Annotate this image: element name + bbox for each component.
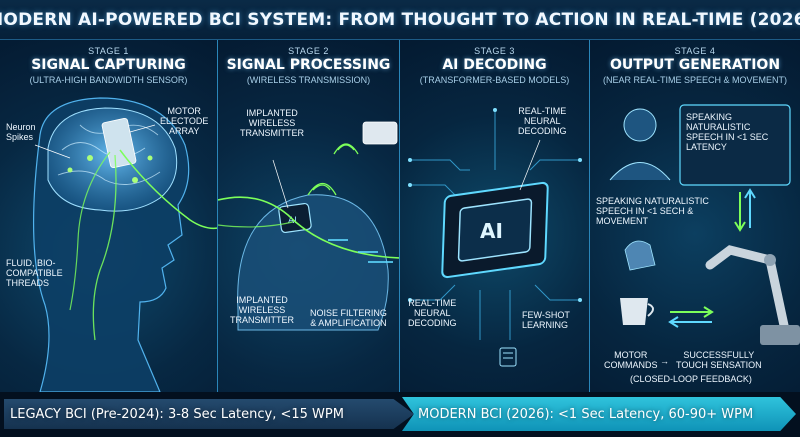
- stage-3-panel: AI STAGE 3 AI DECODING (TRANSFORMER-BASE…: [400, 40, 590, 392]
- threads-label: FLUID, BIO- COMPATIBLE THREADS: [6, 258, 63, 288]
- stage-2-panel: AI STAGE 2 SIGNAL PROCESSING (WIRELESS T…: [218, 40, 400, 392]
- stage-4-title: OUTPUT GENERATION: [609, 57, 781, 73]
- motor-electrode-label: MOTOR ELECTODE ARRAY: [160, 106, 209, 136]
- stage-1-subtitle: (ULTRA-HIGH BANDWIDTH SENSOR): [29, 75, 188, 85]
- stage-4-subtitle: (NEAR REAL-TIME SPEECH & MOVEMENT): [602, 75, 788, 85]
- transmitter-bottom-label: IMPLANTED WIRELESS TRANSMITTER: [230, 295, 294, 325]
- touch-sensation-label: SUCCESSFULLY TOUCH SENSATION: [676, 350, 762, 370]
- chip-ai-text: AI: [480, 219, 503, 243]
- stage-2-title: SIGNAL PROCESSING: [226, 57, 391, 73]
- stage-1-header: STAGE 1 SIGNAL CAPTURING (ULTRA-HIGH BAN…: [0, 46, 217, 85]
- decode-top-label: REAL-TIME NEURAL DECODING: [518, 106, 567, 136]
- stage-3-title: AI DECODING: [442, 57, 547, 73]
- motor-commands-label: MOTOR COMMANDS: [604, 350, 658, 370]
- speech-movement-label: SPEAKING NATURALISTIC SPEECH IN <1 SECH …: [596, 196, 709, 226]
- legacy-bci-text: LEGACY BCI (Pre-2024): 3-8 Sec Latency, …: [10, 406, 344, 422]
- comparison-bar: LEGACY BCI (Pre-2024): 3-8 Sec Latency, …: [0, 392, 800, 437]
- stage-4-panel: STAGE 4 OUTPUT GENERATION (NEAR REAL-TIM…: [590, 40, 800, 392]
- page-title: MODERN AI-POWERED BCI SYSTEM: FROM THOUG…: [0, 9, 800, 30]
- few-shot-label: FEW-SHOT LEARNING: [522, 310, 570, 330]
- closed-loop-label: (CLOSED-LOOP FEEDBACK): [630, 374, 752, 384]
- neuron-spikes-label: Neuron Spikes: [6, 122, 36, 142]
- wireless-transmitter-illustration: AI: [218, 121, 399, 331]
- stage-1-panel: STAGE 1 SIGNAL CAPTURING (ULTRA-HIGH BAN…: [0, 40, 218, 392]
- screen-speech-label: SPEAKING NATURALISTIC SPEECH IN <1 SEC L…: [686, 112, 769, 152]
- transmitter-top-label: IMPLANTED WIRELESS TRANSMITTER: [240, 108, 304, 138]
- modern-bci-text: MODERN BCI (2026): <1 Sec Latency, 60-90…: [418, 406, 754, 422]
- title-bar: MODERN AI-POWERED BCI SYSTEM: FROM THOUG…: [0, 0, 800, 40]
- stage-2-subtitle: (WIRELESS TRANSMISSION): [246, 75, 371, 85]
- stage-1-title: SIGNAL CAPTURING: [31, 57, 186, 73]
- noise-filtering-label: NOISE FILTERING & AMPLIFICATION: [310, 308, 387, 328]
- ai-chip-illustration: AI: [408, 108, 582, 367]
- decode-bottom-label: REAL-TIME NEURAL DECODING: [408, 298, 457, 328]
- stage-1-number: STAGE 1: [88, 46, 129, 56]
- brain-head-illustration: [32, 97, 217, 392]
- modern-bci-arrow: MODERN BCI (2026): <1 Sec Latency, 60-90…: [402, 397, 796, 431]
- stage-4-number: STAGE 4: [674, 46, 716, 56]
- legacy-bci-arrow: LEGACY BCI (Pre-2024): 3-8 Sec Latency, …: [4, 399, 414, 429]
- svg-text:AI: AI: [288, 216, 297, 226]
- stage-3-number: STAGE 3: [474, 46, 515, 56]
- stages-container: STAGE 1 SIGNAL CAPTURING (ULTRA-HIGH BAN…: [0, 40, 800, 392]
- output-illustration: [609, 104, 800, 345]
- stage-4-header: STAGE 4 OUTPUT GENERATION (NEAR REAL-TIM…: [590, 46, 800, 85]
- flow-arrow: →: [660, 356, 669, 366]
- stage-2-header: STAGE 2 SIGNAL PROCESSING (WIRELESS TRAN…: [218, 46, 399, 85]
- stage-3-subtitle: (TRANSFORMER-BASED MODELS): [419, 75, 570, 85]
- stage-3-header: STAGE 3 AI DECODING (TRANSFORMER-BASED M…: [400, 46, 589, 85]
- stage-2-number: STAGE 2: [288, 46, 329, 56]
